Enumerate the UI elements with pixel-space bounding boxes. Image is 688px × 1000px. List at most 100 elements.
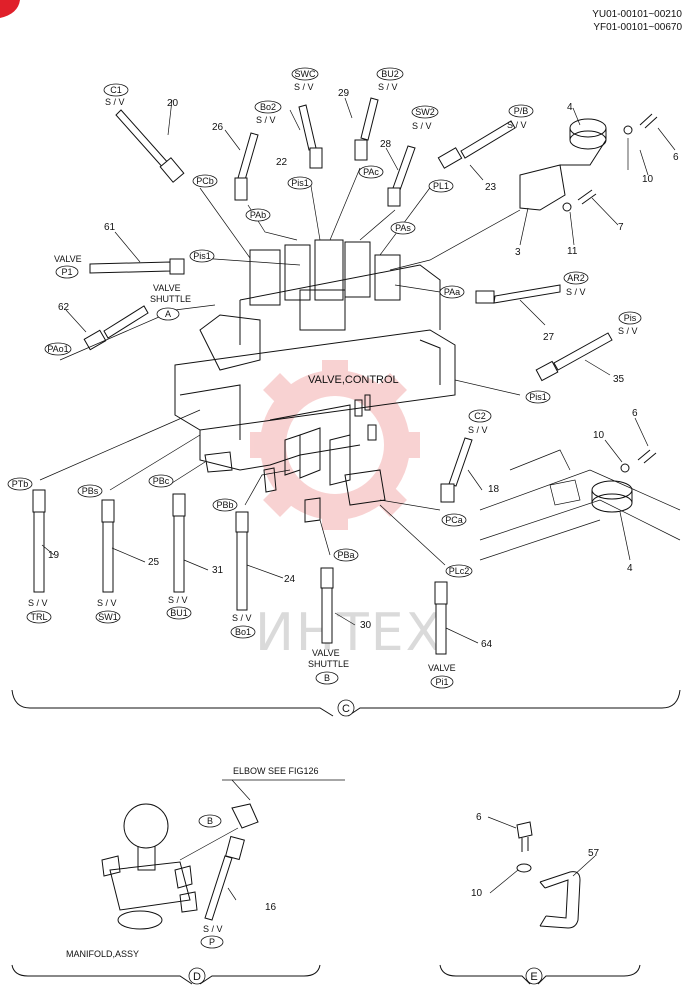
tag-sw2-oval (411, 105, 439, 119)
tag-bo1-oval (230, 625, 256, 639)
elbow-note: ELBOW SEE FIG126 (233, 766, 319, 776)
part-num-20: 20 (167, 98, 179, 109)
part-numbers: 20 26 22 29 28 23 61 62 3 11 7 4 10 6 27… (48, 88, 679, 650)
tag-swc-oval (291, 67, 319, 81)
tag-pis1-right-oval (525, 390, 551, 404)
part-num-25: 25 (148, 557, 160, 568)
part-num-29: 29 (338, 88, 350, 99)
tag-pao1-oval (44, 342, 72, 356)
tag-trl-oval (26, 610, 52, 624)
section-c-bracket-right (347, 689, 681, 717)
section-e-bracket-right (537, 964, 641, 985)
hose-29 (354, 97, 379, 161)
tag-plc2: PLc2 (449, 566, 470, 576)
part-num-7: 7 (618, 222, 624, 233)
sv-c1: S / V (105, 97, 125, 107)
tag-c1: C1 (110, 85, 122, 95)
tag-trl: TRL (30, 612, 47, 622)
part-num-27: 27 (543, 332, 555, 343)
valve-label-p1: VALVE (54, 254, 82, 264)
section-c-label: C (342, 703, 350, 715)
tag-pl1: PL1 (433, 181, 449, 191)
tag-pis1-top: Pis1 (291, 178, 309, 188)
tag-pis1-right: Pis1 (529, 392, 547, 402)
tag-sw1: SW1 (98, 612, 118, 622)
tag-p1: P1 (61, 267, 72, 277)
hose-19 (32, 489, 46, 593)
valve-shuttle-b-line1: VALVE (312, 648, 340, 658)
tag-ptb: PTb (12, 479, 29, 489)
sv-trl: S / V (28, 598, 48, 608)
part-num-16: 16 (265, 902, 277, 913)
tag-c2: C2 (474, 411, 486, 421)
part-num-22: 22 (276, 157, 288, 168)
tag-ptb-oval (7, 477, 33, 491)
tag-c1-oval (103, 83, 129, 97)
valve-control-title: VALVE,CONTROL (308, 374, 399, 386)
tag-pi1-oval (430, 675, 454, 689)
tag-paa-oval (439, 285, 465, 299)
tag-b-oval (315, 671, 339, 685)
tag-d-b-oval (198, 814, 222, 828)
part-num-62: 62 (58, 302, 70, 313)
serial-range-header: YU01-00101~00210 YF01-00101~00670 (592, 8, 682, 34)
part-num-26: 26 (212, 122, 224, 133)
part-num-18: 18 (488, 484, 500, 495)
part-num-61: 61 (104, 222, 116, 233)
tag-bo2-oval (254, 100, 282, 114)
tag-pb-oval (508, 104, 534, 118)
tag-pbs: PBs (82, 486, 99, 496)
serial-range-2: YF01-00101~00670 (593, 22, 682, 33)
tag-pba: PBa (337, 550, 354, 560)
part-num-10-upper: 10 (642, 174, 654, 185)
tag-a-oval (156, 307, 180, 321)
part-num-4-lower: 4 (627, 563, 633, 574)
tag-pis: Pis (624, 313, 637, 323)
tag-sw2: SW2 (415, 107, 435, 117)
part-num-31: 31 (212, 565, 224, 576)
part-num-11: 11 (567, 246, 578, 257)
tag-bo1: Bo1 (235, 627, 251, 637)
tag-p1-oval (55, 265, 79, 279)
section-c-circle (337, 699, 355, 717)
tag-bu1: BU1 (170, 608, 188, 618)
part-num-23: 23 (485, 182, 497, 193)
sv-pis: S / V (618, 326, 638, 336)
section-d-label: D (193, 971, 201, 983)
watermark-gear-logo (250, 360, 420, 530)
tag-pcb-oval (192, 174, 218, 188)
part-num-10-lower: 10 (593, 430, 605, 441)
tag-c2-oval (468, 409, 492, 423)
leader-lines (39, 97, 676, 644)
section-c-bracket-left (11, 689, 334, 717)
tag-bu1-oval (166, 606, 192, 620)
part-num-6-upper: 6 (673, 152, 679, 163)
valve-label-pi1: VALVE (428, 663, 456, 673)
clamp-assembly-drawing (487, 816, 596, 929)
tag-pab: PAb (250, 210, 266, 220)
tag-d-p: P (209, 937, 215, 947)
watermark-text: ИНТЕХ (255, 603, 443, 663)
tag-b: B (324, 673, 330, 683)
tag-swc: SWC (295, 69, 316, 79)
section-e-bracket-left (439, 964, 531, 985)
section-d-circle (188, 967, 206, 985)
sv-bu1: S / V (168, 595, 188, 605)
valve-shuttle-a-line2: SHUTTLE (150, 294, 191, 304)
hose-35 (535, 332, 613, 382)
tag-pca: PCa (445, 515, 463, 525)
tag-pis1-left: Pis1 (193, 251, 211, 261)
hose-26 (234, 132, 259, 201)
tag-pao1: PAo1 (47, 344, 68, 354)
hose-22 (298, 104, 323, 169)
hose-62 (83, 305, 149, 351)
callout-tags: C1 S / V SWC S / V BU2 S / V Bo2 S / V S… (7, 67, 642, 689)
tag-ar2-oval (563, 271, 589, 285)
part-num-28: 28 (380, 139, 392, 150)
part-num-e-10: 10 (471, 888, 483, 899)
hose-27 (475, 284, 561, 304)
hose-30 (320, 567, 334, 644)
part-num-30: 30 (360, 620, 372, 631)
sv-c2: S / V (468, 425, 488, 435)
